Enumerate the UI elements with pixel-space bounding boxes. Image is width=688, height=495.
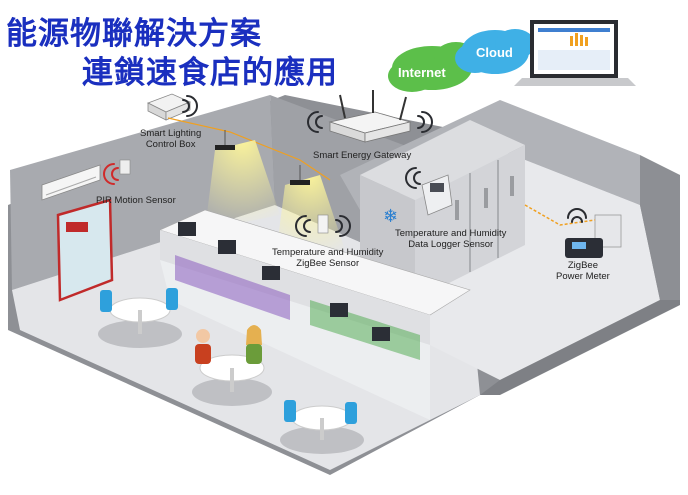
power-meter-label: ZigBee Power Meter	[556, 260, 610, 282]
gateway-label: Smart Energy Gateway	[313, 150, 412, 161]
freezer-top	[360, 120, 525, 200]
zigbee-temp-sensor-label: Temperature and Humidity ZigBee Sensor	[272, 247, 384, 269]
pir-sensor-label: PIR Motion Sensor	[96, 195, 176, 206]
page-title-line1: 能源物聯解決方案	[6, 16, 262, 52]
data-logger-label: Temperature and Humidity Data Logger Sen…	[395, 228, 507, 250]
right-wall-face	[640, 155, 680, 300]
page-title-line2: 連鎖速食店的應用	[82, 55, 338, 91]
cloud-label: Cloud	[476, 45, 513, 60]
snowflake-icon: ❄	[383, 206, 398, 227]
service-counter	[159, 209, 471, 316]
laptop-base	[514, 78, 636, 86]
data-logger-device	[421, 174, 453, 216]
lighting-box-label: Smart Lighting Control Box	[140, 128, 202, 150]
internet-label: Internet	[398, 65, 446, 80]
wifi-icon	[103, 95, 587, 237]
